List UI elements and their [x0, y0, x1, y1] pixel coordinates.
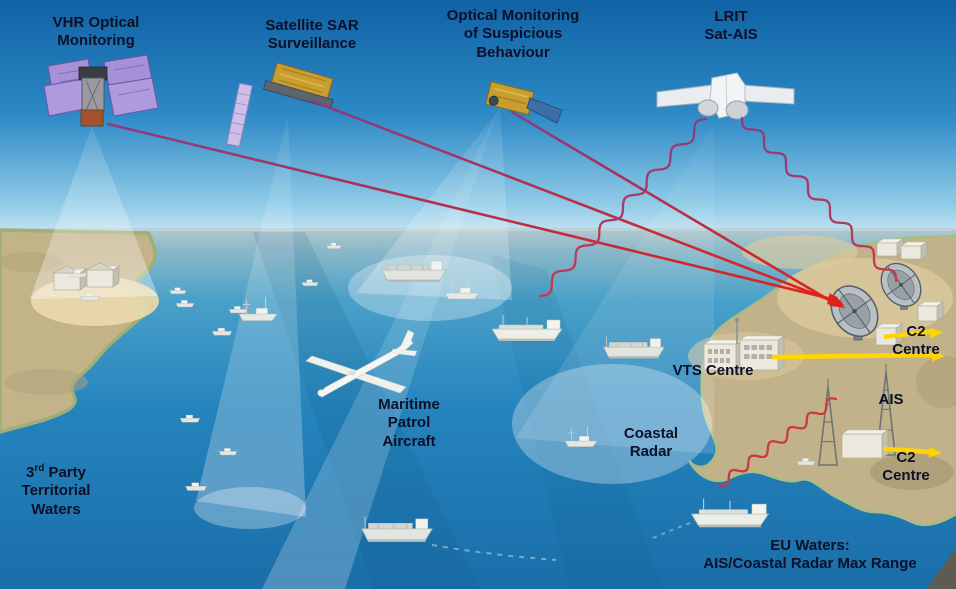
sand-patch	[4, 369, 88, 395]
sand-patch	[870, 454, 954, 490]
ais-tower	[818, 379, 838, 466]
sat-ais-wavy-lrit-dish-link	[740, 116, 898, 283]
c2-feed-arrowhead	[929, 328, 943, 339]
dark-headland	[926, 548, 956, 589]
monitoring-building	[876, 238, 904, 257]
lrit-satellite	[656, 72, 795, 120]
sand-patch	[916, 356, 956, 408]
yellow-c2-feed-dish-to-c2	[883, 328, 935, 340]
sand-highlight	[742, 235, 858, 269]
light-beam-vhr-coast-beam	[30, 126, 158, 299]
coastal-shed	[85, 262, 120, 288]
vhr-satellite	[43, 54, 159, 127]
red-downlink-optical-downlink	[510, 110, 841, 308]
vts-building	[739, 335, 785, 371]
yellow-c2-feed-vts-to-c2	[771, 352, 937, 360]
light-beam-wide-coverage-beam	[516, 124, 714, 454]
downlink-arrowhead	[829, 295, 845, 308]
optical-monitoring-satellite	[485, 81, 563, 124]
sat-ais-wavy-lrit-ship-link	[538, 117, 708, 298]
c2-feed-arrowhead	[931, 350, 945, 362]
yellow-c2-feed-ais-to-c2	[883, 446, 934, 455]
ground-dish-antenna	[830, 285, 879, 341]
c2-feed-arrowhead	[928, 446, 942, 458]
red-downlink-sar-downlink	[310, 99, 840, 305]
surveillance-beams	[30, 108, 714, 589]
dish-equipment-box	[917, 301, 944, 322]
ais-building	[841, 429, 889, 459]
monitoring-building	[900, 241, 928, 260]
ground-dish-antenna	[880, 262, 922, 310]
ais-wavy-ship-ais-link	[717, 397, 838, 487]
ground-infrastructure	[52, 238, 944, 466]
ship-wake	[431, 544, 557, 561]
red-downlink-vhr-downlink	[106, 122, 838, 302]
vts-building	[703, 339, 743, 371]
patrol-aircraft	[305, 330, 417, 398]
communication-links	[106, 99, 945, 487]
ship-wake	[652, 520, 696, 539]
